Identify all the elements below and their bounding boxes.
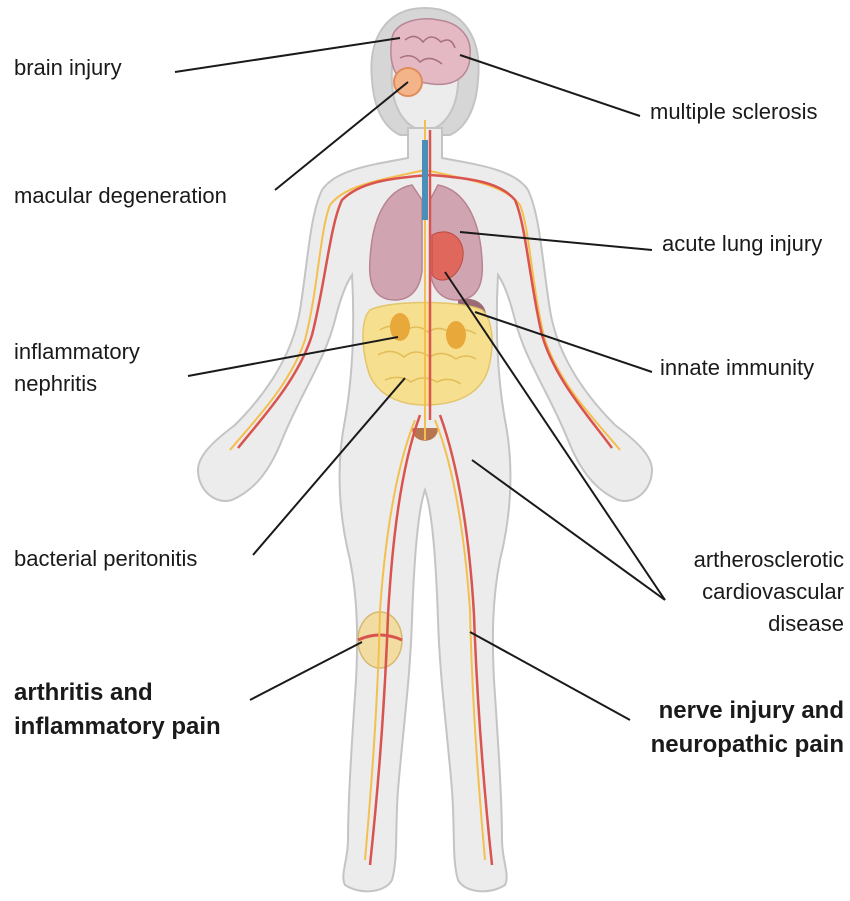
label-inflammatory-nephritis: inflammatory nephritis — [14, 336, 140, 400]
line-arthritis — [250, 642, 362, 700]
label-artherosclerotic-line1: artherosclerotic — [694, 544, 844, 576]
label-inflammatory-nephritis-line2: nephritis — [14, 368, 140, 400]
label-acute-lung-injury: acute lung injury — [662, 228, 822, 260]
label-nerve-injury: nerve injury and neuropathic pain — [651, 694, 844, 762]
label-artherosclerotic-line3: disease — [694, 608, 844, 640]
label-artherosclerotic: artherosclerotic cardiovascular disease — [694, 544, 844, 640]
label-innate-immunity: innate immunity — [660, 352, 814, 384]
label-bacterial-peritonitis: bacterial peritonitis — [14, 543, 197, 575]
label-arthritis-line1: arthritis and — [14, 676, 221, 710]
label-inflammatory-nephritis-line1: inflammatory — [14, 336, 140, 368]
line-brain-injury — [175, 38, 400, 72]
label-brain-injury: brain injury — [14, 52, 122, 84]
label-arthritis-line2: inflammatory pain — [14, 710, 221, 744]
line-multiple-sclerosis — [460, 55, 640, 116]
label-nerve-injury-line2: neuropathic pain — [651, 728, 844, 762]
label-nerve-injury-line1: nerve injury and — [651, 694, 844, 728]
label-arthritis: arthritis and inflammatory pain — [14, 676, 221, 744]
kidney-right — [446, 321, 466, 349]
intestines — [363, 303, 492, 406]
label-macular-degeneration: macular degeneration — [14, 180, 227, 212]
label-artherosclerotic-line2: cardiovascular — [694, 576, 844, 608]
kidney-left — [390, 313, 410, 341]
label-multiple-sclerosis: multiple sclerosis — [650, 96, 818, 128]
